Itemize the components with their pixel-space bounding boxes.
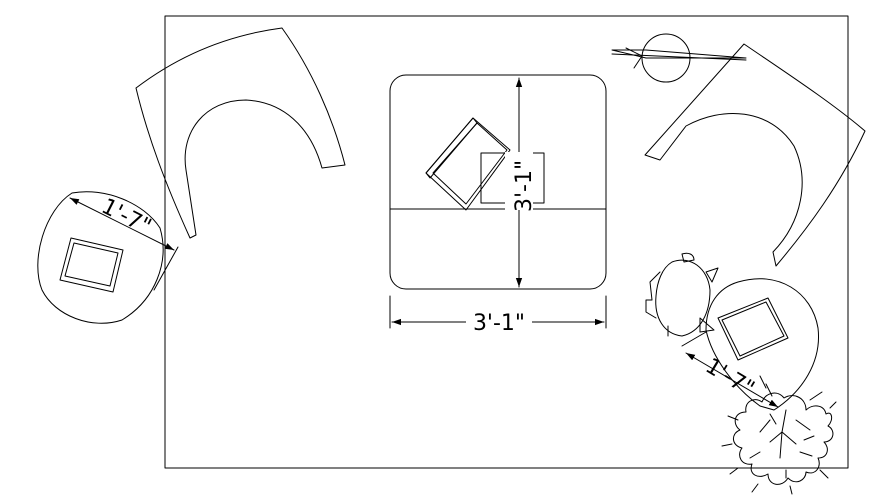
armchair-left [135, 27, 346, 239]
floor-lamp-top-right [611, 33, 747, 83]
dimension-table-width: 3'-1" [389, 295, 607, 336]
side-table-right [705, 278, 820, 411]
dimension-label-width: 3'-1" [473, 311, 525, 336]
dimension-label-right: 1'-7" [701, 354, 759, 402]
stool-right [645, 252, 719, 337]
dimension-label-depth: 3'-1" [512, 160, 537, 212]
potted-plant [721, 375, 837, 495]
tablet-right [717, 297, 789, 361]
coffee-table [389, 74, 607, 290]
dimension-table-depth: 3'-1" [505, 77, 537, 288]
tablet-left [59, 237, 124, 293]
dimension-left: 1'-7" [69, 194, 179, 291]
book-on-table [425, 117, 511, 211]
armchair-right [644, 43, 866, 267]
